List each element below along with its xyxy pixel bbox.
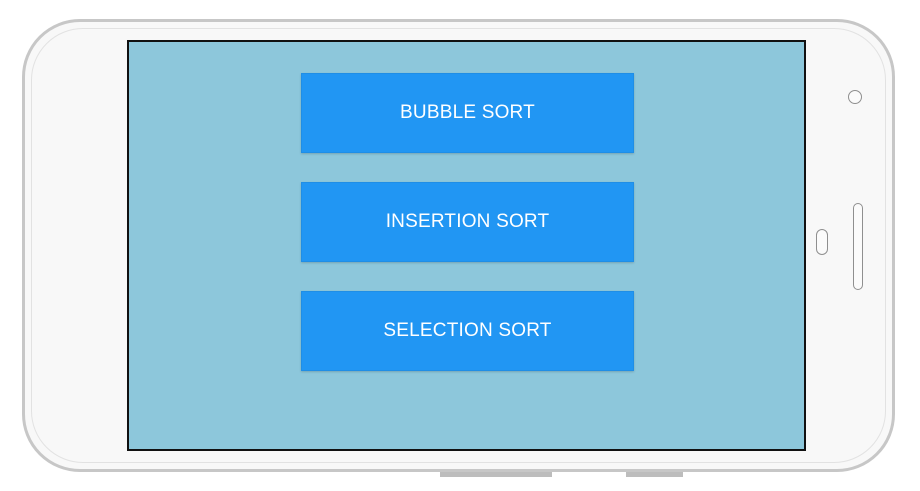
phone-inner-edge (31, 28, 886, 463)
volume-key (440, 472, 552, 477)
app-screen: BUBBLE SORT INSERTION SORT SELECTION SOR… (127, 40, 806, 451)
front-camera-icon (848, 90, 862, 104)
proximity-sensor-icon (816, 229, 828, 255)
insertion-sort-button[interactable]: INSERTION SORT (301, 182, 634, 262)
power-key (626, 472, 683, 477)
speaker-slot-icon (853, 203, 863, 290)
bubble-sort-button[interactable]: BUBBLE SORT (301, 73, 634, 153)
selection-sort-button[interactable]: SELECTION SORT (301, 291, 634, 371)
